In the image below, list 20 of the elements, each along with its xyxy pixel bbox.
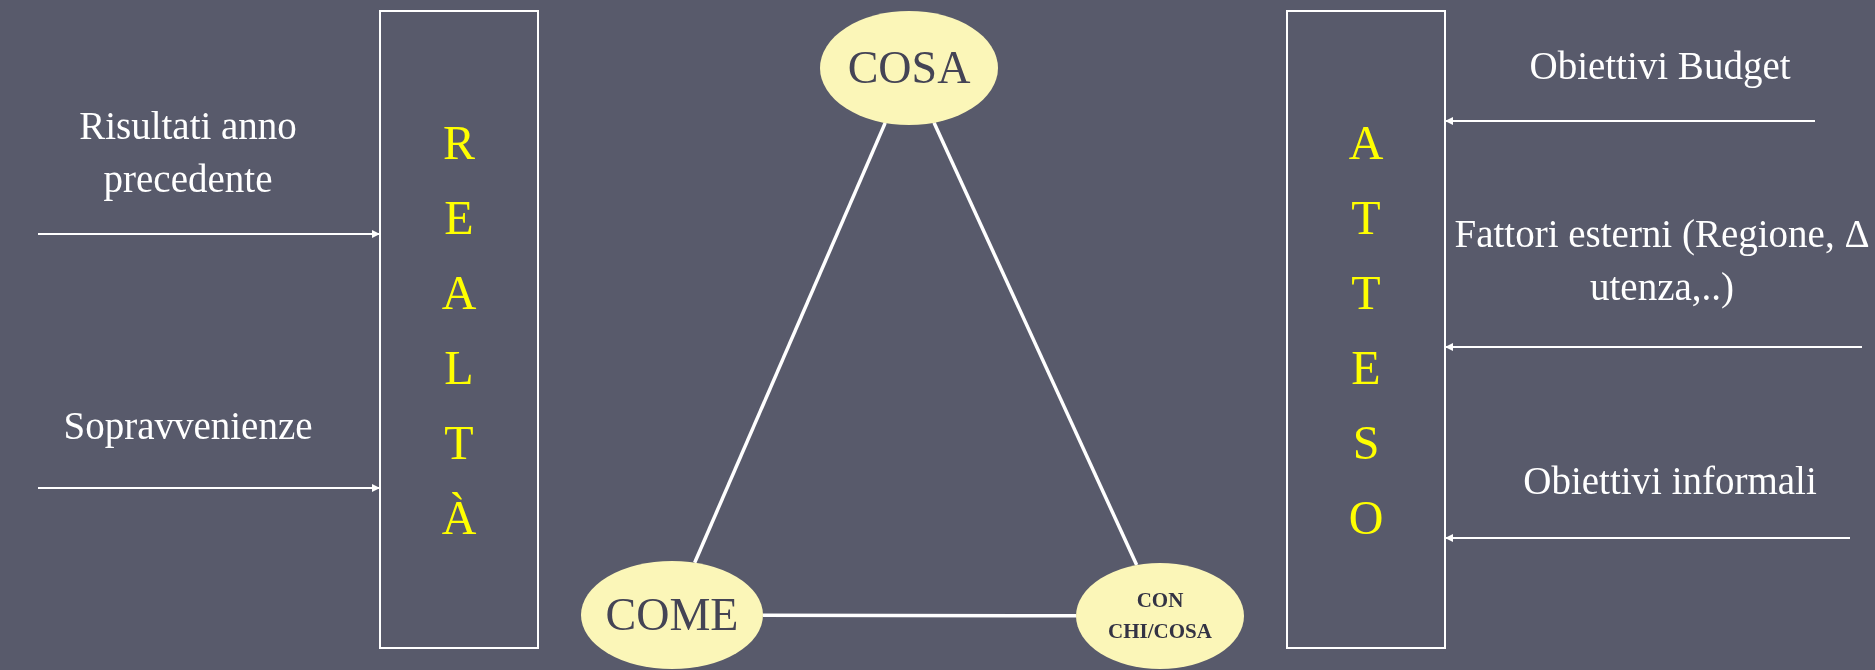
node-label: CON CHI/COSA — [1107, 586, 1213, 645]
input-label: Fattori esterni (Regione, Δ utenza,..) — [1453, 211, 1871, 311]
arrow — [1445, 117, 1816, 125]
label-frame — [1286, 10, 1446, 649]
input-label: Sopravvenienze — [63, 403, 313, 450]
connector-line — [763, 613, 1076, 618]
arrow — [37, 230, 380, 238]
vertical-label: REALTÀ — [440, 114, 478, 546]
node-label: COME — [605, 592, 739, 638]
arrow — [1445, 534, 1851, 542]
arrow — [1445, 343, 1863, 351]
label-frame — [379, 10, 539, 649]
input-label: Risultati anno precedente — [78, 103, 298, 203]
node-label: COSA — [847, 45, 971, 91]
input-label: Obiettivi informali — [1523, 458, 1817, 504]
connector-line — [693, 122, 887, 564]
connector-line — [932, 121, 1139, 566]
arrow — [37, 484, 380, 492]
input-label: Obiettivi Budget — [1529, 43, 1791, 90]
vertical-label: ATTESO — [1347, 114, 1385, 546]
